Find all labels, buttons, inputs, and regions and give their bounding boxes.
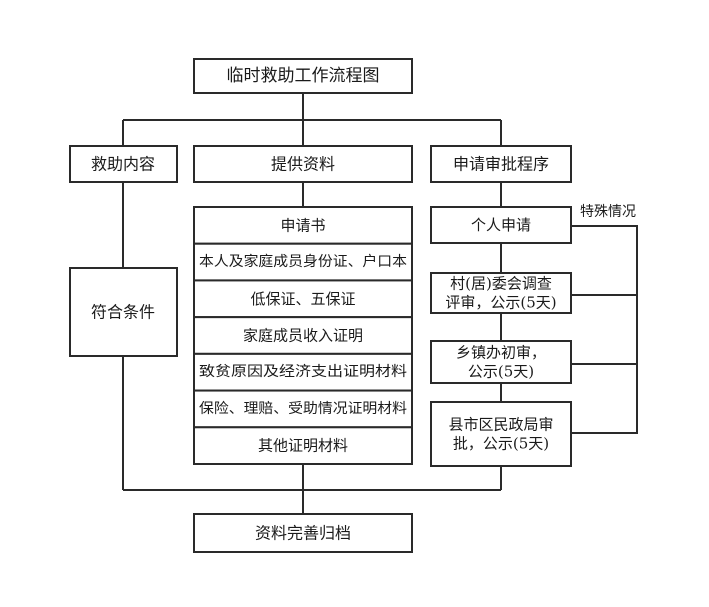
procedure-step-box bbox=[430, 401, 572, 467]
procedure-step-box bbox=[430, 206, 572, 244]
procedure-step-box bbox=[430, 340, 572, 384]
special-case-bypass-line bbox=[571, 225, 638, 434]
procedure-step-text: 乡镇办初审， bbox=[456, 344, 546, 362]
procedure-header-text: 申请审批程序 bbox=[453, 155, 549, 174]
procedure-step-text: 村(居)委会调查 bbox=[450, 275, 552, 293]
special-case-label: 特殊情况 bbox=[580, 204, 636, 220]
content-header-text: 救助内容 bbox=[91, 155, 155, 174]
procedure-step-box bbox=[430, 272, 572, 314]
final-text: 资料完善归档 bbox=[255, 524, 351, 543]
procedure-step-text: 县市区民政局审 bbox=[448, 416, 553, 434]
content-header-box bbox=[69, 145, 178, 183]
materials-column: 提供资料 申请书本人及家庭成员身份证、户口本低保证、五保证家庭成员收入证明致贫原… bbox=[193, 145, 413, 465]
material-item-text: 致贫原因及经济支出证明材料 bbox=[199, 364, 407, 380]
material-item-text: 家庭成员收入证明 bbox=[243, 327, 363, 345]
material-item-text: 申请书 bbox=[280, 216, 325, 234]
condition-text: 符合条件 bbox=[91, 303, 155, 322]
material-item-box bbox=[193, 279, 413, 319]
material-item-text: 本人及家庭成员身份证、户口本 bbox=[199, 253, 407, 270]
material-item-text: 保险、理赔、受助情况证明材料 bbox=[199, 401, 407, 417]
materials-header-box bbox=[193, 145, 413, 183]
procedure-step-text: 评审，公示(5天) bbox=[445, 294, 556, 312]
material-item-text: 低保证、五保证 bbox=[250, 290, 355, 308]
connectors bbox=[122, 93, 638, 514]
procedure-step-text: 公示(5天) bbox=[468, 363, 534, 381]
procedure-step-text: 个人申请 bbox=[471, 216, 531, 234]
materials-list: 申请书本人及家庭成员身份证、户口本低保证、五保证家庭成员收入证明致贫原因及经济支… bbox=[193, 206, 413, 465]
title-text: 临时救助工作流程图 bbox=[227, 66, 380, 86]
title-box bbox=[193, 58, 413, 94]
material-item-box bbox=[193, 426, 413, 465]
final-box bbox=[193, 513, 413, 553]
final-node: 资料完善归档 bbox=[193, 513, 413, 553]
materials-header-text: 提供资料 bbox=[271, 155, 335, 174]
material-item-text: 其他证明材料 bbox=[258, 437, 348, 455]
procedure-step-text: 批，公示(5天) bbox=[453, 435, 549, 453]
procedure-header-box bbox=[430, 145, 572, 183]
title-node: 临时救助工作流程图 bbox=[193, 58, 413, 94]
material-item-box bbox=[193, 316, 413, 355]
content-column: 救助内容 符合条件 bbox=[69, 145, 178, 357]
condition-box bbox=[69, 267, 178, 357]
material-item-box bbox=[193, 352, 413, 392]
